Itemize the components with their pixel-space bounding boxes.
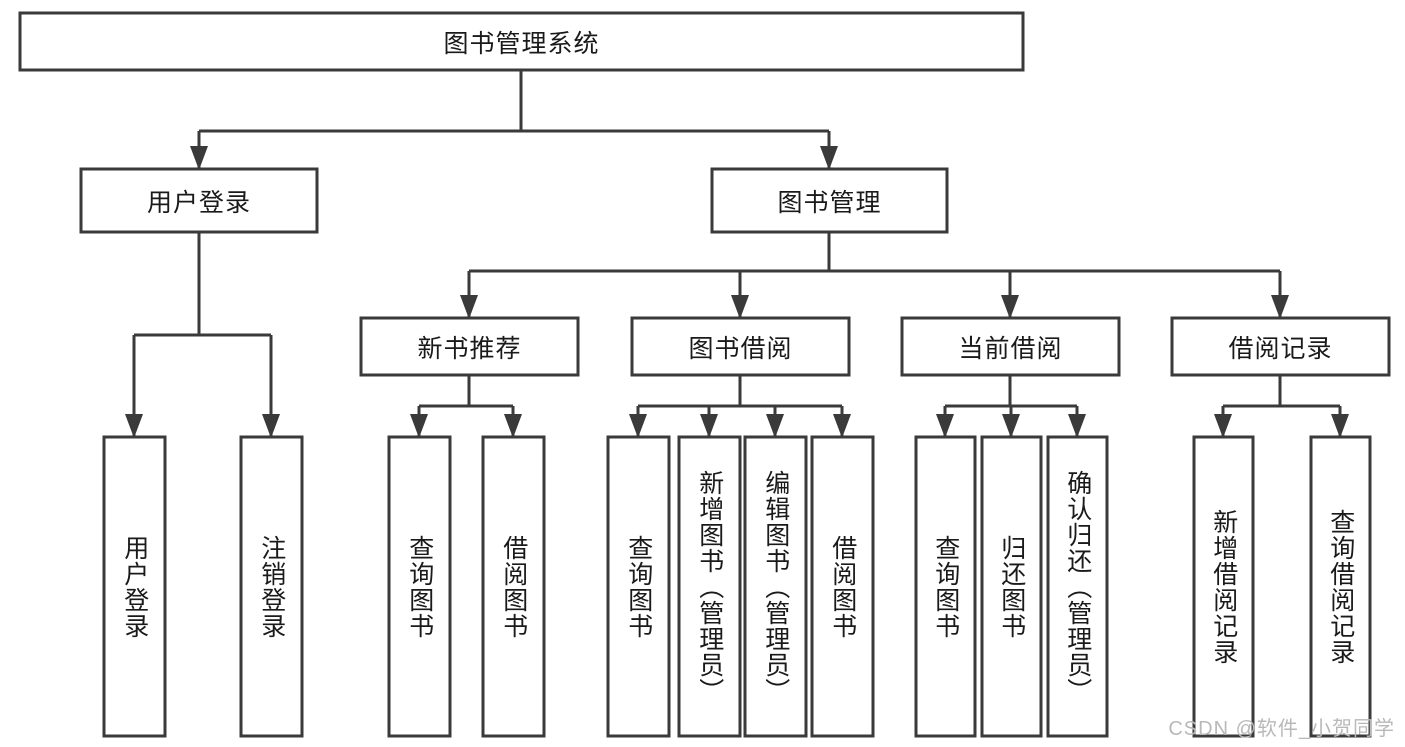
node-box-leaf-add-book[interactable]	[677, 435, 742, 738]
node-box-leaf-query-book-borrow[interactable]	[606, 435, 671, 738]
node-box-book-management[interactable]	[710, 167, 949, 234]
node-box-leaf-borrow-book[interactable]	[810, 435, 875, 738]
node-box-leaf-borrow-book-recommend[interactable]	[481, 435, 546, 738]
node-box-leaf-user-login[interactable]	[102, 435, 167, 738]
node-box-leaf-query-borrow-record[interactable]	[1309, 435, 1372, 738]
node-box-root[interactable]	[18, 11, 1025, 72]
node-boxes	[18, 11, 1391, 738]
node-box-user-login[interactable]	[79, 167, 319, 234]
connector-lines	[125, 70, 1349, 438]
node-box-leaf-logout[interactable]	[239, 435, 304, 738]
node-box-leaf-query-book-current[interactable]	[914, 435, 977, 738]
node-box-current-borrow[interactable]	[900, 316, 1121, 377]
node-box-leaf-query-book-recommend[interactable]	[387, 435, 452, 738]
node-box-leaf-add-borrow-record[interactable]	[1192, 435, 1255, 738]
node-box-leaf-edit-book[interactable]	[743, 435, 808, 738]
node-box-leaf-confirm-return[interactable]	[1046, 435, 1109, 738]
node-box-leaf-return-book[interactable]	[980, 435, 1043, 738]
node-box-new-book-recommend[interactable]	[359, 316, 580, 377]
watermark-text: CSDN @软件_小贺同学	[1168, 718, 1395, 740]
node-box-borrow-records[interactable]	[1170, 316, 1391, 377]
node-box-book-borrow[interactable]	[630, 316, 851, 377]
